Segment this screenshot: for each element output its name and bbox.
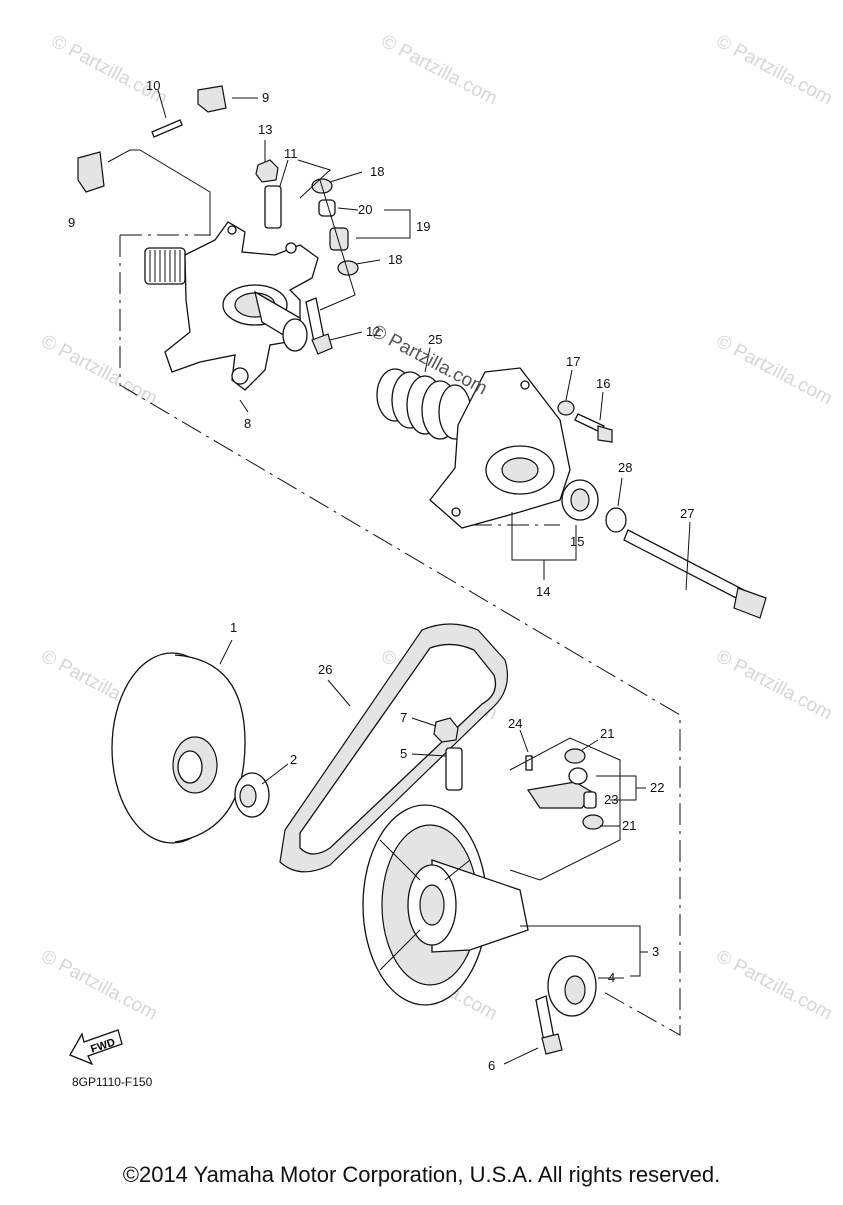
bushing-15 xyxy=(561,479,599,521)
part-label-27: 27 xyxy=(680,506,694,521)
part-label-21: 21 xyxy=(622,818,636,833)
part-label-9: 9 xyxy=(68,215,75,230)
bolt-12 xyxy=(305,297,325,343)
part-label-25: 25 xyxy=(428,332,442,347)
part-label-20: 20 xyxy=(358,202,372,217)
part-label-28: 28 xyxy=(618,460,632,475)
collar-11 xyxy=(264,185,282,229)
spring-25 xyxy=(376,368,472,440)
part-label-7: 7 xyxy=(400,710,407,725)
part-label-4: 4 xyxy=(608,970,615,985)
part-label-24: 24 xyxy=(508,716,522,731)
part-label-17: 17 xyxy=(566,354,580,369)
part-label-2: 2 xyxy=(290,752,297,767)
part-label-21: 21 xyxy=(600,726,614,741)
part-label-13: 13 xyxy=(258,122,272,137)
part-label-19: 19 xyxy=(416,219,430,234)
movable-sheave-3 xyxy=(362,804,529,1006)
washer-17 xyxy=(557,400,575,416)
bushing-20 xyxy=(318,199,336,217)
part-label-18: 18 xyxy=(370,164,384,179)
bolt-27 xyxy=(623,529,745,601)
roller-19 xyxy=(329,227,349,251)
nut-13 xyxy=(255,159,279,183)
part-label-23: 23 xyxy=(604,792,618,807)
watermark: © Partzilla.com xyxy=(713,31,836,110)
part-label-6: 6 xyxy=(488,1058,495,1073)
bushing-4 xyxy=(547,955,597,1017)
part-label-3: 3 xyxy=(652,944,659,959)
diagram-reference: 8GP1110-F150 xyxy=(72,1075,153,1089)
weight-9-top xyxy=(197,85,227,113)
part-label-8: 8 xyxy=(244,416,251,431)
watermark: © Partzilla.com xyxy=(713,646,836,725)
part-label-12: 12 xyxy=(366,324,380,339)
part-label-18: 18 xyxy=(388,252,402,267)
nut-7 xyxy=(433,717,459,743)
collar-5 xyxy=(445,747,463,791)
part-label-16: 16 xyxy=(596,376,610,391)
assembly-guide-lines xyxy=(119,234,681,1036)
cover-14 xyxy=(429,367,571,529)
watermark: © Partzilla.com xyxy=(713,946,836,1025)
copyright-notice: ©2014 Yamaha Motor Corporation, U.S.A. A… xyxy=(122,1162,721,1187)
leader-lines xyxy=(107,89,691,1065)
bolt-16 xyxy=(574,413,605,433)
washer-28 xyxy=(605,507,627,533)
part-label-15: 15 xyxy=(570,534,584,549)
part-label-10: 10 xyxy=(146,78,160,93)
watermark: © Partzilla.com xyxy=(713,331,836,410)
part-label-22: 22 xyxy=(650,780,664,795)
drive-spider-assembly xyxy=(144,221,319,391)
pin-10 xyxy=(151,119,183,138)
part-label-1: 1 xyxy=(230,620,237,635)
fwd-arrow-icon: FWD xyxy=(69,1029,123,1066)
part-label-26: 26 xyxy=(318,662,332,677)
weight-9-left xyxy=(77,151,105,193)
part-label-5: 5 xyxy=(400,746,407,761)
watermark: © Partzilla.com xyxy=(38,946,161,1025)
fixed-sheave-1 xyxy=(111,652,246,844)
part-labels: 10 9 9 13 11 18 20 19 18 12 25 17 16 28 … xyxy=(68,78,694,1073)
drive-belt-26 xyxy=(279,623,509,873)
watermark: © Partzilla.com xyxy=(378,31,501,110)
part-label-11: 11 xyxy=(284,146,298,161)
washer-18-bottom xyxy=(337,260,359,276)
bushing-2 xyxy=(234,772,270,818)
part-label-14: 14 xyxy=(536,584,550,599)
watermark: © Partzilla.com xyxy=(38,331,161,410)
watermark: © Partzilla.com xyxy=(48,31,171,110)
part-label-9: 9 xyxy=(262,90,269,105)
arm-22-assembly xyxy=(525,748,604,830)
